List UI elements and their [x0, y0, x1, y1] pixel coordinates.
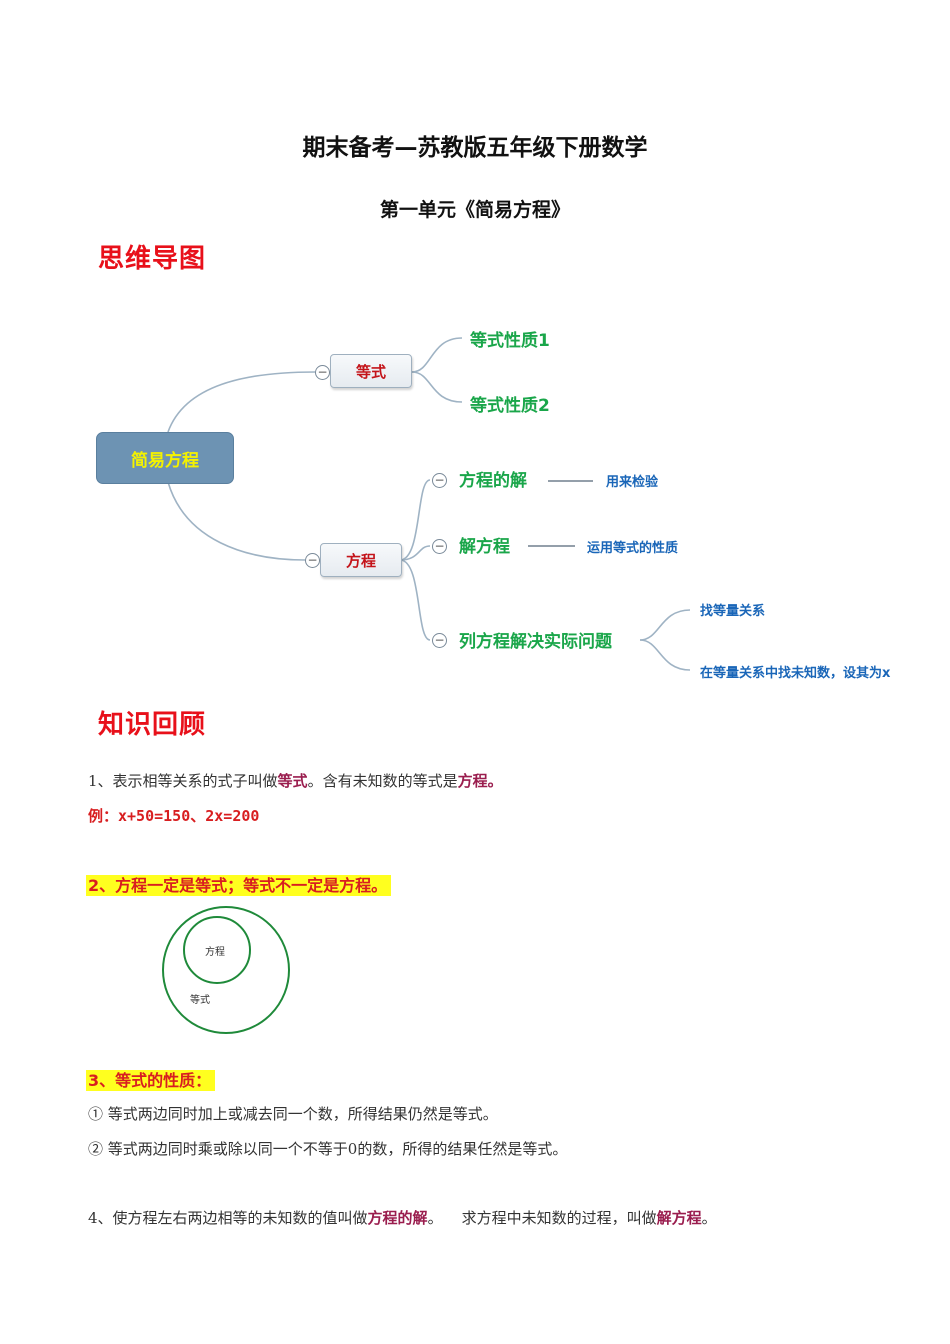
- connector-equality-property2: [411, 371, 463, 403]
- connector-word-problem-note1: [639, 609, 691, 641]
- mind-map-root-node[interactable]: 简易方程: [96, 432, 234, 484]
- document-subtitle: 第一单元《简易方程》: [379, 199, 570, 221]
- item-4-text-b: 。 求方程中未知数的过程，叫做: [427, 1209, 657, 1227]
- equality-property-1: ① 等式两边同时加上或减去同一个数，所得结果仍然是等式。: [88, 1105, 498, 1123]
- note-solution-check[interactable]: 用来检验: [606, 475, 659, 490]
- item-4-text-c: 。: [701, 1209, 717, 1227]
- item-1-text-a: 1、表示相等关系的式子叫做: [88, 772, 278, 790]
- item-1: 1、表示相等关系的式子叫做等式。含有未知数的等式是方程。: [88, 770, 503, 791]
- item-3-heading: 3、等式的性质：: [86, 1067, 216, 1091]
- note-set-unknown-as-x[interactable]: 在等量关系中找未知数，设其为x: [700, 666, 891, 681]
- node-solution-of-equation[interactable]: 方程的解: [459, 471, 527, 491]
- venn-outer-circle: [162, 906, 290, 1034]
- connector-word-problem-note2: [639, 639, 691, 671]
- item-4-text-a: 4、使方程左右两边相等的未知数的值叫做: [88, 1209, 368, 1227]
- connector-equation-solution: [399, 479, 431, 561]
- collapse-icon[interactable]: −: [432, 633, 447, 648]
- connector-equation-word-problems: [399, 559, 431, 641]
- node-equality-property-1[interactable]: 等式性质1: [470, 331, 550, 351]
- term-solution: 方程的解: [367, 1209, 428, 1227]
- connector-root-equation: [167, 481, 306, 561]
- connector-equality-property1: [411, 337, 463, 373]
- item-1-text-b: 。含有未知数的等式是: [307, 772, 458, 790]
- collapse-icon[interactable]: −: [432, 473, 447, 488]
- node-word-problems[interactable]: 列方程解决实际问题: [459, 632, 612, 652]
- note-find-equal-relation[interactable]: 找等量关系: [700, 604, 766, 619]
- collapse-icon[interactable]: −: [305, 553, 320, 568]
- node-solving-equation[interactable]: 解方程: [459, 537, 510, 557]
- mind-map-heading: 思维导图: [98, 244, 207, 274]
- example-equations: 例：x+50=150、2x=200: [88, 807, 260, 825]
- node-equality-property-2[interactable]: 等式性质2: [470, 396, 550, 416]
- item-4: 4、使方程左右两边相等的未知数的值叫做方程的解。 求方程中未知数的过程，叫做解方…: [88, 1207, 717, 1228]
- mind-map-connectors: [167, 337, 691, 671]
- term-equality: 等式: [277, 772, 308, 790]
- document-title: 期末备考—苏教版五年级下册数学: [302, 135, 648, 161]
- collapse-icon[interactable]: −: [315, 365, 330, 380]
- collapse-icon[interactable]: −: [432, 539, 447, 554]
- term-solving: 解方程: [656, 1209, 702, 1227]
- item-3-highlight: 3、等式的性质：: [86, 1070, 216, 1091]
- venn-diagram: [162, 906, 290, 1034]
- venn-label-equality: 等式: [190, 995, 210, 1006]
- node-equation[interactable]: 方程: [320, 543, 402, 577]
- note-use-equality-properties[interactable]: 运用等式的性质: [587, 541, 679, 556]
- venn-label-equation: 方程: [205, 947, 225, 958]
- item-2-highlight: 2、方程一定是等式；等式不一定是方程。: [86, 875, 392, 896]
- node-equality[interactable]: 等式: [330, 354, 412, 388]
- equality-property-2: ② 等式两边同时乘或除以同一个不等于0的数，所得的结果任然是等式。: [88, 1140, 568, 1158]
- term-equation: 方程。: [457, 772, 503, 790]
- connector-root-equality: [167, 371, 316, 433]
- venn-inner-circle: [183, 916, 251, 984]
- connector-equation-solving: [399, 545, 431, 561]
- knowledge-review-heading: 知识回顾: [98, 710, 207, 740]
- item-2: 2、方程一定是等式；等式不一定是方程。: [86, 872, 392, 896]
